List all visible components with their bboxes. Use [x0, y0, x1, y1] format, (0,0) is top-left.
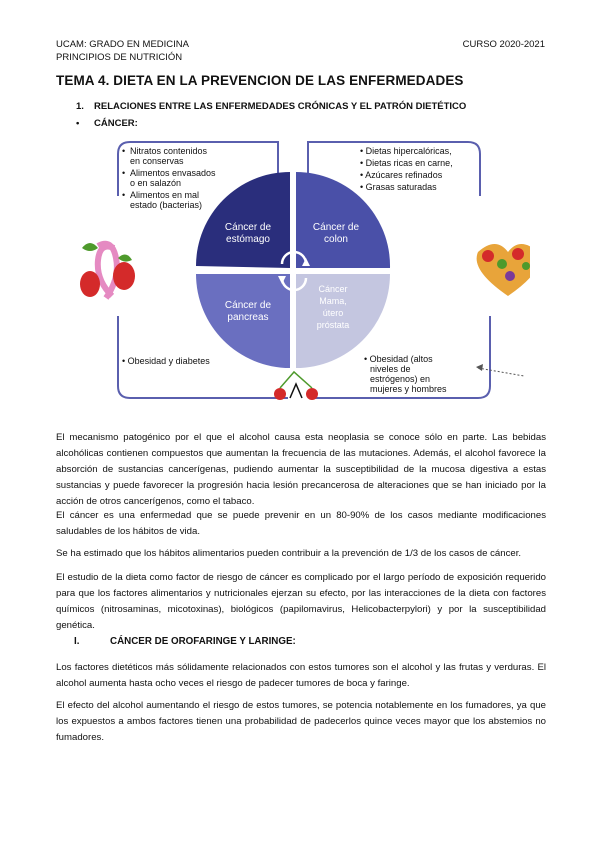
- paragraph-habitos: Se ha estimado que los hábitos alimentar…: [56, 548, 522, 559]
- tr-item-4: • Grasas saturadas: [360, 182, 437, 192]
- subheading-number: 1.: [76, 101, 84, 112]
- header-left: UCAM: GRADO EN MEDICINA PRINCIPIOS DE NU…: [56, 38, 189, 64]
- br-item-3: estrógenos) en: [370, 374, 430, 384]
- tl-bullet-1: •: [122, 146, 125, 156]
- strawberry-ribbon-icon: [80, 240, 135, 300]
- label-colon-1: Cáncer de: [313, 222, 360, 233]
- tr-item-3: • Azúcares refinados: [360, 170, 443, 180]
- quadrant-mama: [296, 274, 390, 368]
- quadrant-estomago: [196, 172, 290, 268]
- box-top-left: • Nitratos contenidos en conservas • Ali…: [122, 146, 216, 210]
- tl-item-1-line1: Nitratos contenidos: [130, 146, 208, 156]
- subheading-text: RELACIONES ENTRE LAS ENFERMEDADES CRÓNIC…: [94, 101, 467, 112]
- label-estomago-2: estómago: [226, 234, 270, 245]
- bl-item-1: • Obesidad y diabetes: [122, 356, 210, 366]
- label-pancreas-1: Cáncer de: [225, 300, 272, 311]
- frame-bottom-left: [117, 316, 288, 399]
- tl-bullet-2: •: [122, 168, 125, 178]
- figure-frame: [117, 141, 491, 399]
- page-title: TEMA 4. DIETA EN LA PREVENCION DE LAS EN…: [56, 73, 464, 88]
- cycle-quadrants: [196, 172, 391, 368]
- paragraph-efecto-alcohol: El efecto del alcohol aumentando el ries…: [56, 700, 546, 743]
- subheading-cancer-text: CÁNCER:: [94, 118, 138, 129]
- box-bottom-right: • Obesidad (altos niveles de estrógenos)…: [364, 354, 447, 394]
- label-mama-1: Cáncer: [318, 284, 347, 294]
- tl-item-3-line2: estado (bacterias): [130, 200, 202, 210]
- section-title: CÁNCER DE OROFARINGE Y LARINGE:: [110, 636, 296, 647]
- br-item-2: niveles de: [370, 364, 411, 374]
- paragraph-prevenir: El cáncer es una enfermedad que se puede…: [56, 510, 546, 537]
- box-top-right: • Dietas hipercalóricas, • Dietas ricas …: [360, 146, 453, 192]
- frame-top-right: [307, 141, 481, 196]
- tl-bullet-3: •: [122, 190, 125, 200]
- tr-item-2: • Dietas ricas en carne,: [360, 158, 453, 168]
- fruit-heart-icon: [476, 244, 530, 296]
- br-item-4: mujeres y hombres: [370, 384, 447, 394]
- paragraph-mecanismo: El mecanismo patogénico por el que el al…: [56, 432, 546, 507]
- tl-item-3-line1: Alimentos en mal: [130, 190, 199, 200]
- cherries-icon: [274, 370, 318, 400]
- section-number: I.: [74, 636, 80, 647]
- label-mama-3: útero: [323, 308, 344, 318]
- frame-top-left: [117, 141, 279, 196]
- quadrant-colon: [296, 172, 391, 268]
- label-mama-4: próstata: [317, 320, 350, 330]
- subheading-relaciones: 1. RELACIONES ENTRE LAS ENFERMEDADES CRÓN…: [76, 101, 466, 112]
- cancer-diet-figure: Cáncer de estómago Cáncer de colon Cánce…: [78, 136, 530, 408]
- br-item-1: • Obesidad (altos: [364, 354, 433, 364]
- paragraph-factores: Los factores dietéticos más sólidamente …: [56, 662, 546, 689]
- header-degree: UCAM: GRADO EN MEDICINA: [56, 39, 190, 50]
- header-subject: PRINCIPIOS DE NUTRICIÓN: [56, 52, 183, 63]
- label-mama-2: Mama,: [319, 296, 347, 306]
- section-orofaringe: I. CÁNCER DE OROFARINGE Y LARINGE:: [74, 636, 296, 647]
- tl-item-1-line2: en conservas: [130, 156, 184, 166]
- bullet-icon: •: [76, 118, 80, 129]
- frame-bottom-right: [310, 316, 491, 399]
- paragraph-estudio: El estudio de la dieta como factor de ri…: [56, 572, 546, 631]
- label-pancreas-2: pancreas: [227, 312, 268, 323]
- cycle-arrows-icon: [278, 250, 310, 292]
- label-colon-2: colon: [324, 234, 348, 245]
- header-course: CURSO 2020-2021: [462, 39, 545, 50]
- tr-item-1: • Dietas hipercalóricas,: [360, 146, 452, 156]
- arrow-icon: [476, 364, 525, 377]
- tl-item-2-line2: o en salazón: [130, 178, 181, 188]
- subheading-cancer: • CÁNCER:: [76, 118, 138, 129]
- label-estomago-1: Cáncer de: [225, 222, 272, 233]
- tl-item-2-line1: Alimentos envasados: [130, 168, 216, 178]
- figure-svg: Cáncer de estómago Cáncer de colon Cánce…: [80, 141, 530, 400]
- quadrant-pancreas: [196, 274, 290, 368]
